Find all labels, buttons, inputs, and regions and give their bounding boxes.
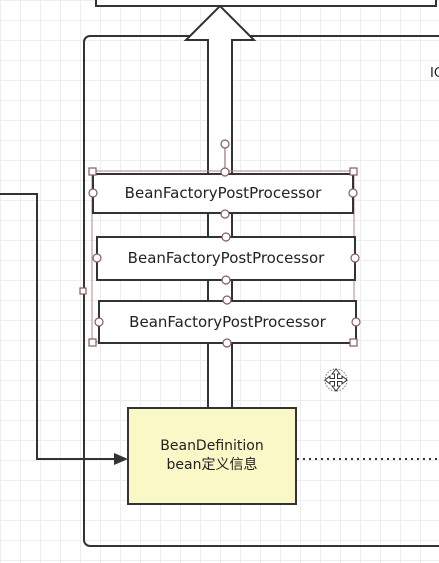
- processor-label-2: BeanFactoryPostProcessor: [127, 249, 325, 267]
- connection-points[interactable]: [88, 167, 361, 348]
- container-label: IC: [430, 66, 439, 81]
- left-connector[interactable]: [0, 193, 128, 465]
- bean-definition-line1: BeanDefinition: [160, 438, 264, 454]
- top-box[interactable]: [95, 0, 437, 7]
- resize-handles[interactable]: [79, 167, 358, 347]
- processor-label-3: BeanFactoryPostProcessor: [129, 313, 326, 331]
- bean-definition-box[interactable]: [127, 407, 297, 505]
- move-cursor-icon: [324, 368, 348, 392]
- processor-label-1: BeanFactoryPostProcessor: [124, 184, 322, 202]
- bean-definition-label: BeanDefinition bean定义信息: [128, 437, 296, 475]
- rotate-handle[interactable]: [220, 139, 230, 171]
- bean-definition-line2: bean定义信息: [166, 457, 258, 473]
